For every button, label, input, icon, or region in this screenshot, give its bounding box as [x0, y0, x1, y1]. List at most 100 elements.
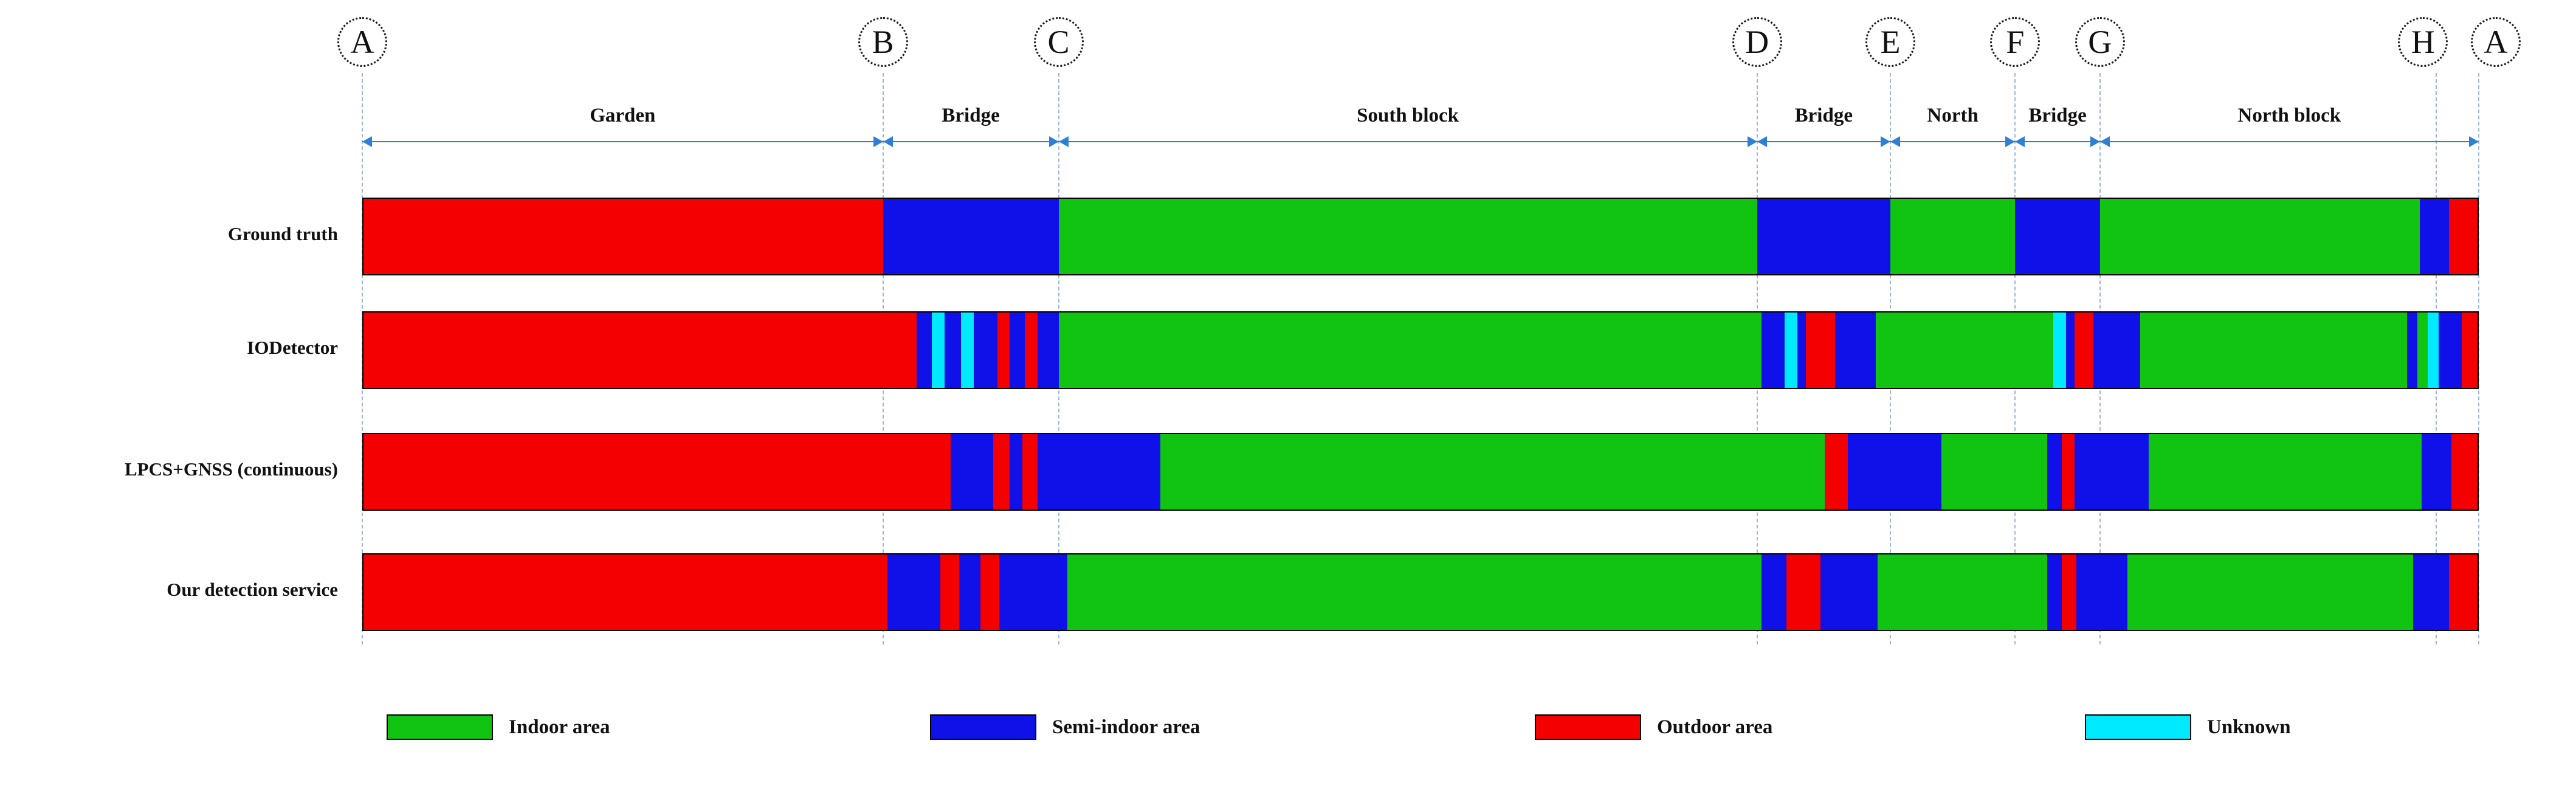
segment-arrow-3 — [1757, 141, 1890, 142]
legend-label-indoor: Indoor area — [509, 716, 610, 738]
legend-swatch-unknown — [2085, 714, 2191, 740]
waypoint-guide-line — [2478, 73, 2479, 644]
timeline-span-semi_indoor — [1761, 554, 1787, 630]
timeline-span-outdoor — [2449, 199, 2478, 274]
timeline-span-outdoor — [363, 434, 951, 509]
timeline-span-indoor — [2148, 434, 2422, 509]
timeline-span-indoor — [1878, 554, 2047, 630]
timeline-track-0 — [362, 198, 2479, 275]
arrow-head-left-1 — [883, 136, 893, 147]
timeline-span-outdoor — [980, 554, 1000, 630]
arrow-head-right-6 — [2469, 136, 2479, 147]
timeline-span-semi_indoor — [2074, 434, 2149, 509]
legend-label-outdoor: Outdoor area — [1657, 716, 1773, 738]
segment-arrow-4 — [1890, 141, 2016, 142]
timeline-span-outdoor — [2062, 554, 2077, 630]
timeline-span-unknown — [961, 313, 974, 388]
timeline-span-semi_indoor — [1010, 313, 1025, 388]
timeline-span-indoor — [1890, 199, 2016, 274]
arrow-head-left-4 — [1890, 136, 1900, 147]
timeline-span-semi_indoor — [2093, 313, 2140, 388]
segment-arrow-1 — [883, 141, 1059, 142]
timeline-span-semi_indoor — [2066, 313, 2075, 388]
timeline-span-outdoor — [363, 199, 883, 274]
timeline-span-semi_indoor — [1848, 434, 1941, 509]
arrow-head-right-3 — [1881, 136, 1890, 147]
waypoint-marker-e-4: E — [1865, 17, 1915, 67]
legend-label-unknown: Unknown — [2207, 716, 2291, 738]
timeline-span-semi_indoor — [2419, 199, 2450, 274]
timeline-span-semi_indoor — [950, 434, 993, 509]
arrow-head-left-5 — [2015, 136, 2025, 147]
segment-label-bridge-1: Bridge — [942, 105, 1000, 126]
timeline-span-outdoor — [2462, 313, 2478, 388]
timeline-span-indoor — [2417, 313, 2428, 388]
timeline-span-indoor — [1160, 434, 1825, 509]
timeline-span-semi_indoor — [917, 313, 932, 388]
timeline-span-semi_indoor — [999, 554, 1067, 630]
timeline-span-semi_indoor — [2413, 554, 2450, 630]
row-label-2: LPCS+GNSS (continuous) — [124, 458, 338, 480]
waypoint-marker-b-1: B — [858, 17, 908, 67]
arrow-head-right-5 — [2090, 136, 2100, 147]
legend-item-semi_indoor: Semi-indoor area — [930, 714, 1200, 740]
timeline-span-semi_indoor — [883, 199, 1059, 274]
timeline-span-outdoor — [1024, 313, 1038, 388]
segment-arrow-0 — [362, 141, 883, 142]
timeline-track-3 — [362, 553, 2479, 631]
waypoint-marker-a-0: A — [337, 17, 387, 67]
arrow-head-left-3 — [1757, 136, 1767, 147]
segment-label-garden-0: Garden — [590, 105, 656, 126]
row-label-1: IODetector — [247, 337, 338, 358]
waypoint-marker-g-6: G — [2075, 17, 2125, 67]
waypoint-marker-a-8: A — [2471, 17, 2521, 67]
segment-arrow-2 — [1058, 141, 1757, 142]
timeline-span-semi_indoor — [2421, 434, 2451, 509]
timeline-span-semi_indoor — [944, 313, 962, 388]
arrow-head-right-2 — [1747, 136, 1757, 147]
timeline-span-unknown — [2053, 313, 2066, 388]
timeline-span-semi_indoor — [1757, 199, 1890, 274]
legend-swatch-indoor — [387, 714, 493, 740]
timeline-span-semi_indoor — [2076, 554, 2127, 630]
timeline-span-outdoor — [2062, 434, 2075, 509]
timeline-span-semi_indoor — [1797, 313, 1806, 388]
arrow-head-left-6 — [2099, 136, 2110, 147]
timeline-span-semi_indoor — [2406, 313, 2418, 388]
segment-label-bridge-5: Bridge — [2028, 105, 2087, 126]
arrow-head-left-2 — [1058, 136, 1069, 147]
arrow-head-right-4 — [2005, 136, 2016, 147]
timeline-span-outdoor — [997, 313, 1010, 388]
timeline-span-outdoor — [363, 554, 887, 630]
legend-item-indoor: Indoor area — [387, 714, 610, 740]
timeline-span-indoor — [1875, 313, 2054, 388]
timeline-span-semi_indoor — [1010, 434, 1023, 509]
row-label-3: Our detection service — [167, 579, 338, 600]
timeline-span-unknown — [1784, 313, 1797, 388]
timeline-span-semi_indoor — [887, 554, 940, 630]
waypoint-marker-d-3: D — [1732, 17, 1782, 67]
waypoint-marker-f-5: F — [1990, 17, 2040, 67]
timeline-track-1 — [362, 311, 2479, 389]
segment-label-north-block-6: North block — [2237, 105, 2341, 126]
timeline-span-indoor — [1058, 199, 1757, 274]
waypoint-marker-c-2: C — [1033, 17, 1084, 67]
timeline-span-outdoor — [1805, 313, 1836, 388]
segment-arrow-5 — [2015, 141, 2100, 142]
timeline-span-outdoor — [2449, 554, 2478, 630]
timeline-span-semi_indoor — [2047, 554, 2062, 630]
segment-arrow-6 — [2099, 141, 2479, 142]
timeline-span-outdoor — [1825, 434, 1848, 509]
timeline-span-outdoor — [1022, 434, 1038, 509]
legend-item-unknown: Unknown — [2085, 714, 2291, 740]
timeline-span-unknown — [931, 313, 945, 388]
timeline-span-outdoor — [993, 434, 1010, 509]
timeline-span-unknown — [2428, 313, 2439, 388]
timeline-span-semi_indoor — [1820, 554, 1878, 630]
timeline-span-outdoor — [940, 554, 959, 630]
timeline-span-indoor — [1067, 554, 1762, 630]
timeline-span-outdoor — [2074, 313, 2094, 388]
timeline-span-indoor — [2140, 313, 2407, 388]
timeline-span-outdoor — [1786, 554, 1821, 630]
